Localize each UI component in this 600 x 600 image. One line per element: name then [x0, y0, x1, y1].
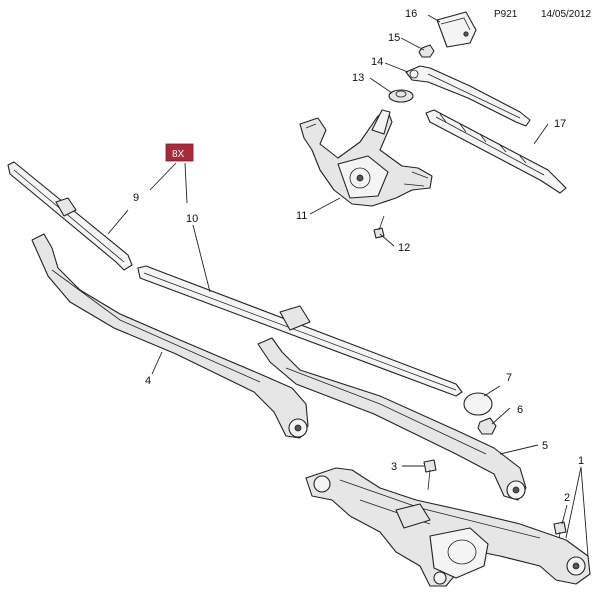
- callout-11: 11: [296, 210, 307, 222]
- callout-17: 17: [554, 118, 566, 130]
- part-14-rear-arm: [405, 65, 531, 127]
- part-6-nut: [477, 417, 497, 435]
- callout-9: 9: [133, 192, 139, 204]
- callout-10: 10: [186, 213, 198, 225]
- part-13-grommet: [388, 89, 414, 103]
- diagram-code: P921: [494, 9, 518, 20]
- callout-15: 15: [388, 32, 400, 44]
- callout-2: 2: [564, 492, 570, 504]
- quantity-badge: 8X: [165, 143, 194, 162]
- callout-16: 16: [405, 8, 417, 20]
- callout-14: 14: [371, 56, 383, 68]
- part-5-arm: [257, 337, 527, 501]
- part-16-cap: [436, 11, 477, 48]
- part-3-bolt: [423, 459, 437, 491]
- part-9-blade: [7, 161, 133, 271]
- part-17-rear-blade: [425, 109, 567, 194]
- part-15-nut: [418, 44, 435, 58]
- callout-1: 1: [578, 455, 584, 467]
- callout-5: 5: [542, 440, 548, 452]
- part-11-rear-motor: [299, 109, 433, 207]
- callouts: 16 15 14 13 17 11 12 9 10 4 7 6 5 3 2 1: [133, 8, 584, 504]
- callout-13: 13: [352, 72, 364, 84]
- part-12-bolt: [373, 215, 385, 239]
- leader-lines: [107, 14, 589, 557]
- part-4-arm: [31, 233, 309, 439]
- callout-3: 3: [391, 461, 397, 473]
- callout-6: 6: [517, 404, 523, 416]
- part-10-blade: [137, 265, 463, 397]
- callout-12: 12: [398, 242, 410, 254]
- badge-label: 8X: [172, 149, 185, 160]
- part-2-bolt: [553, 521, 567, 551]
- callout-7: 7: [506, 372, 512, 384]
- part-7-cap: [463, 392, 493, 416]
- diagram-date: 14/05/2012: [541, 9, 591, 20]
- callout-4: 4: [145, 375, 151, 387]
- part-1-motor-linkage: [305, 467, 591, 587]
